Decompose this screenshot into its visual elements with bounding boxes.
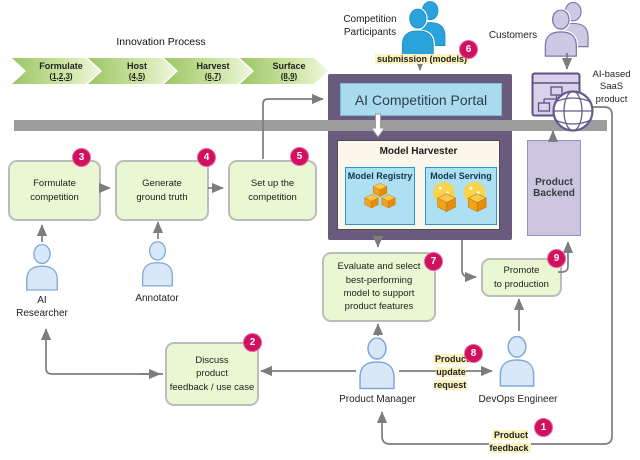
badge-1: 1 [534, 418, 553, 437]
generate-ground-truth-box: Generate ground truth [115, 160, 209, 221]
product-manager-label: Product Manager [339, 394, 416, 405]
chevron-formulate-steps: (1,2,3) [49, 71, 73, 81]
chevron-host-steps: (4,5) [128, 71, 146, 81]
formulate-competition-box: Formulate competition [8, 160, 101, 221]
chevron-surface: Surface (8,9) [240, 58, 328, 84]
chevron-harvest: Harvest (6,7) [164, 58, 252, 84]
model-registry-box: Model Registry [345, 167, 415, 225]
serving-models-icon [433, 181, 487, 212]
arrow-serving-to-promote [461, 240, 477, 283]
model-harvester-box: Model Harvester Model Registry Model Ser… [337, 140, 500, 230]
ai-competition-portal-box: AI Competition Portal Model Harvester Mo… [328, 74, 512, 240]
set-up-competition-box: Set up the competition [228, 160, 317, 221]
badge-9: 9 [547, 249, 566, 268]
model-harvester-title: Model Harvester [379, 146, 458, 157]
badge-4: 4 [197, 148, 216, 167]
devops-engineer-icon [497, 336, 537, 387]
model-serving-box: Model Serving [425, 167, 497, 225]
chevron-host-label: Host [127, 61, 147, 72]
competition-participants-icon [401, 1, 446, 56]
product-manager-icon [357, 337, 397, 390]
annotator-icon [140, 240, 175, 288]
submission-models-label: submission (models) [374, 53, 470, 66]
product-update-request-text: Product update request [432, 354, 469, 391]
model-serving-label: Model Serving [430, 171, 492, 181]
customers-icon [544, 2, 589, 57]
ai-researcher-label: AI Researcher [16, 295, 68, 319]
customers-label: Customers [488, 30, 538, 41]
discuss-feedback-box: Discuss product feedback / use case [165, 342, 259, 406]
portal-title: AI Competition Portal [340, 83, 502, 116]
product-backend-box: Product Backend [527, 140, 581, 236]
chevron-surface-label: Surface [272, 61, 306, 72]
arrow-discuss-to-researcher [40, 328, 163, 375]
badge-8: 8 [464, 344, 483, 363]
chevron-host: Host (4,5) [88, 58, 176, 84]
chevron-formulate: Formulate (1,2,3) [12, 58, 100, 84]
product-feedback-text: Product feedback [489, 430, 531, 454]
platform-bar [14, 120, 607, 131]
badge-2: 2 [243, 333, 262, 352]
chevron-surface-steps: (8,9) [280, 71, 298, 81]
saas-product-label: AI-based SaaS product [592, 69, 631, 105]
badge-7: 7 [424, 252, 443, 271]
competition-participants-label: Competition Participants [343, 14, 397, 38]
annotator-label: Annotator [135, 293, 179, 304]
model-cubes-icon [364, 182, 396, 209]
innovation-process-title: Innovation Process [116, 36, 206, 48]
evaluate-select-model-box: Evaluate and select best-performing mode… [322, 252, 436, 322]
badge-5: 5 [290, 147, 309, 166]
submission-models-text: submission (models) [374, 54, 469, 64]
chevron-harvest-steps: (6,7) [204, 71, 222, 81]
badge-6: 6 [459, 40, 478, 59]
ai-researcher-icon [24, 243, 60, 292]
badge-3: 3 [72, 148, 91, 167]
chevron-formulate-label: Formulate [39, 61, 83, 72]
model-registry-label: Model Registry [347, 171, 413, 181]
devops-engineer-label: DevOps Engineer [478, 394, 558, 405]
chevron-harvest-label: Harvest [196, 61, 230, 72]
